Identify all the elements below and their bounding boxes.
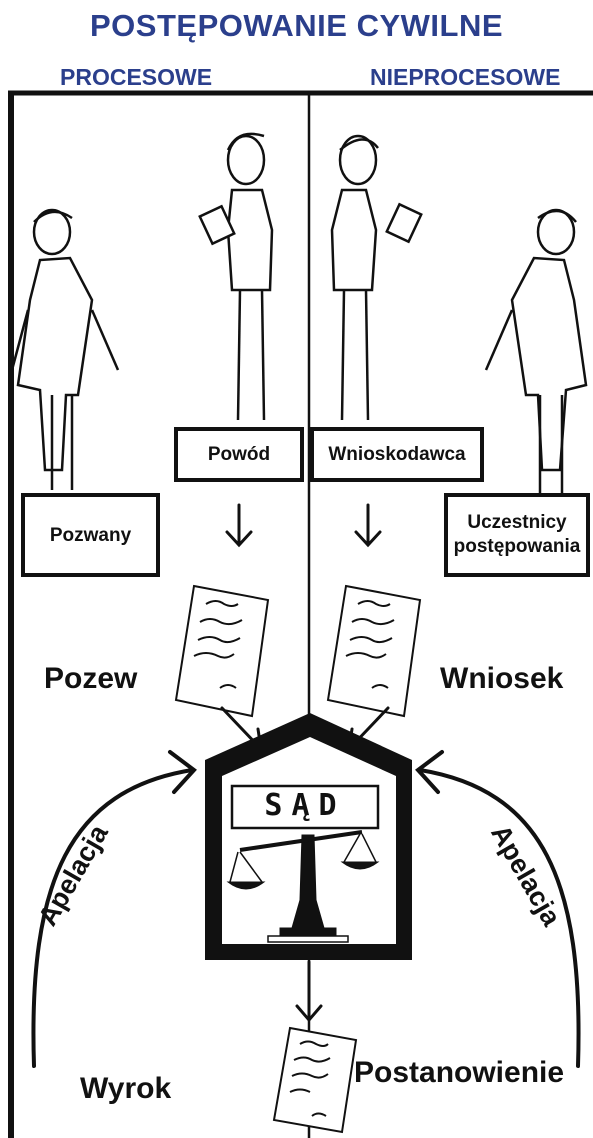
box-pozwany: [21, 493, 160, 577]
document-wniosek: [326, 584, 422, 718]
court-building: [205, 713, 412, 960]
down-arrows: [225, 503, 382, 548]
label-wnioskodawca: Wnioskodawca: [328, 444, 466, 465]
box-powod: [174, 427, 304, 482]
appeal-arrow-left: [31, 750, 197, 1068]
arrow-wnioskodawca-down: [354, 503, 382, 548]
label-wniosek: Wniosek: [440, 662, 564, 695]
column-heading-procesowe: PROCESOWE: [60, 64, 213, 90]
label-wyrok: Wyrok: [80, 1072, 172, 1105]
label-powod: Powód: [207, 444, 271, 465]
label-uczestnicy-line1: Uczestnicy: [467, 512, 567, 533]
diagram-title: POSTĘPOWANIE CYWILNE: [89, 8, 504, 43]
arrow-court-to-decision: [295, 960, 323, 1023]
person-wnioskodawca: [330, 134, 423, 421]
arrow-powod-down: [225, 503, 253, 548]
label-pozew: Pozew: [44, 662, 138, 695]
column-heading-nieprocesowe: NIEPROCESOWE: [370, 64, 561, 90]
court-sign: [230, 784, 380, 830]
document-decision: [272, 1026, 358, 1134]
frame: [8, 90, 593, 1138]
person-powod: [198, 132, 274, 421]
box-uczestnicy: [444, 493, 590, 577]
documents: [174, 584, 422, 1134]
label-postanowienie: Postanowienie: [354, 1056, 565, 1089]
scales-of-justice: [226, 830, 380, 943]
document-pozew: [174, 584, 270, 718]
label-uczestnicy-line2: postępowania: [453, 536, 581, 557]
person-uczestnicy: [484, 208, 588, 500]
party-boxes: [21, 427, 590, 577]
person-pozwany: [10, 208, 120, 490]
box-wnioskodawca: [310, 427, 484, 482]
appeal-arrows: [31, 750, 581, 1068]
label-pozwany: Pozwany: [49, 525, 132, 546]
court-label: SĄD: [264, 788, 346, 823]
appeal-arrow-right: [415, 750, 581, 1068]
